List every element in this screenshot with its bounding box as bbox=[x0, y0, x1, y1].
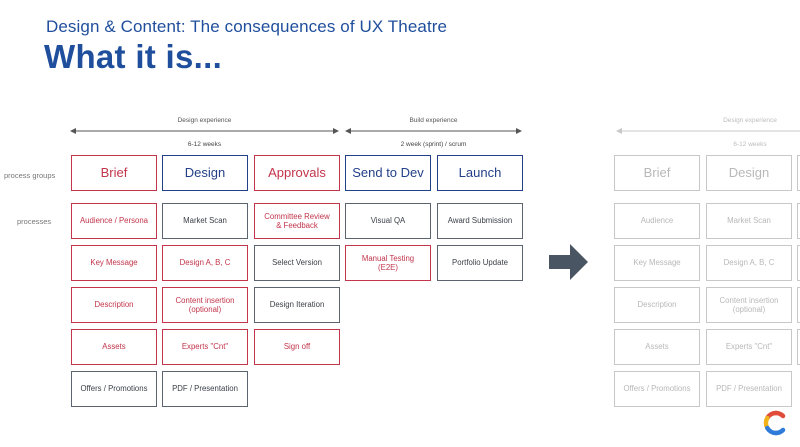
process-group-brief: Brief bbox=[71, 155, 157, 191]
design-phase-duration: 6-12 weeks bbox=[187, 141, 222, 148]
process-award-submission: Award Submission bbox=[437, 203, 523, 239]
process-sign-off: Sign off bbox=[254, 329, 340, 365]
process-assets: Assets bbox=[71, 329, 157, 365]
brand-logo-icon bbox=[763, 410, 786, 436]
process-content-insertion-optional: Content insertion (optional) bbox=[162, 287, 248, 323]
process-group-send-to-dev: Send to Dev bbox=[345, 155, 431, 191]
process-market-scan: Market Scan bbox=[162, 203, 248, 239]
faded-phase-label: Design experience bbox=[723, 117, 777, 124]
design-phase-label: Design experience bbox=[177, 117, 232, 124]
faded-process-assets: Assets bbox=[614, 329, 700, 365]
faded-process-audience: Audience bbox=[614, 203, 700, 239]
slide-title: What it is... bbox=[44, 38, 223, 75]
process-portfolio-update: Portfolio Update bbox=[437, 245, 523, 281]
transition-arrow bbox=[549, 244, 588, 280]
process-manual-testing-e2e: Manual Testing (E2E) bbox=[345, 245, 431, 281]
process-group-approvals: Approvals bbox=[254, 155, 340, 191]
faded-phase-duration: 6-12 weeks bbox=[733, 141, 767, 148]
faded-group-partial bbox=[797, 155, 800, 191]
process-key-message: Key Message bbox=[71, 245, 157, 281]
process-group-launch: Launch bbox=[437, 155, 523, 191]
build-phase-label: Build experience bbox=[409, 117, 458, 124]
process-visual-qa: Visual QA bbox=[345, 203, 431, 239]
process-audience-persona: Audience / Persona bbox=[71, 203, 157, 239]
process-experts-cnt: Experts "Cnt" bbox=[162, 329, 248, 365]
faded-process-partial bbox=[797, 203, 800, 239]
faded-process-partial bbox=[797, 245, 800, 281]
process-select-version: Select Version bbox=[254, 245, 340, 281]
faded-process-partial bbox=[797, 329, 800, 365]
slide-subtitle: Design & Content: The consequences of UX… bbox=[46, 17, 448, 36]
row-label-process-groups: process groups bbox=[4, 171, 56, 180]
faded-process-group-design: Design bbox=[706, 155, 792, 191]
process-group-design: Design bbox=[162, 155, 248, 191]
faded-process-design-a-b-c: Design A, B, C bbox=[706, 245, 792, 281]
process-design-a-b-c: Design A, B, C bbox=[162, 245, 248, 281]
faded-process-group-brief: Brief bbox=[614, 155, 700, 191]
faded-process-experts-cnt: Experts "Cnt" bbox=[706, 329, 792, 365]
process-description: Description bbox=[71, 287, 157, 323]
faded-process-market-scan: Market Scan bbox=[706, 203, 792, 239]
faded-process-partial bbox=[797, 287, 800, 323]
faded-process-description: Description bbox=[614, 287, 700, 323]
process-committee-review-feedback: Committee Review & Feedback bbox=[254, 203, 340, 239]
faded-process-content-insertion-optional: Content insertion (optional) bbox=[706, 287, 792, 323]
process-design-iteration: Design Iteration bbox=[254, 287, 340, 323]
process-offers-promotions: Offers / Promotions bbox=[71, 371, 157, 407]
faded-process-pdf-presentation: PDF / Presentation bbox=[706, 371, 792, 407]
row-label-processes: processes bbox=[17, 217, 52, 226]
faded-process-key-message: Key Message bbox=[614, 245, 700, 281]
faded-process-offers-promotions: Offers / Promotions bbox=[614, 371, 700, 407]
process-pdf-presentation: PDF / Presentation bbox=[162, 371, 248, 407]
build-phase-duration: 2 week (sprint) / scrum bbox=[400, 141, 467, 148]
